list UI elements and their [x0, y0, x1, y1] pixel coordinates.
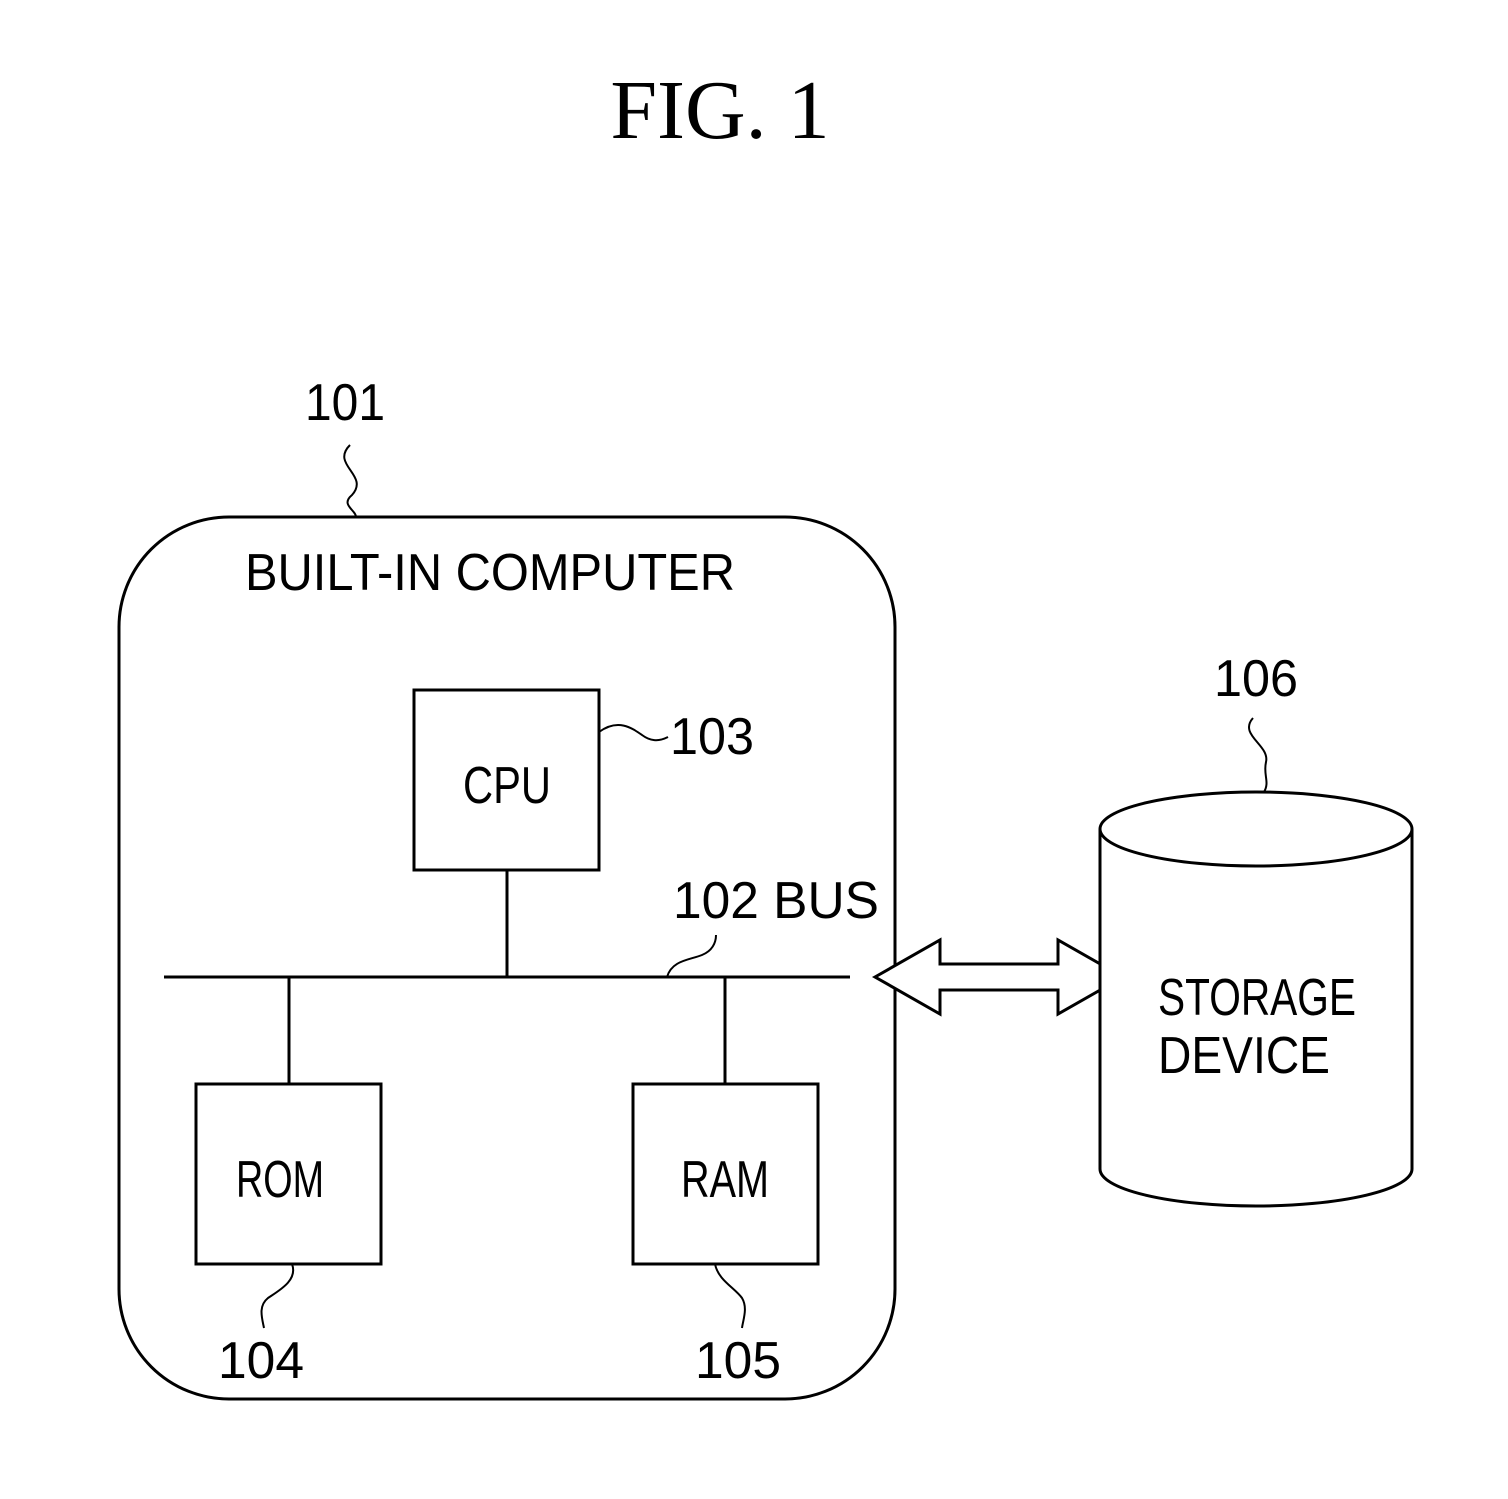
storage-label-line2: DEVICE: [1158, 1027, 1330, 1085]
computer-ref-number: 101: [305, 374, 385, 432]
ram-label: RAM: [681, 1151, 769, 1209]
rom-ref-number: 104: [218, 1332, 304, 1390]
storage-leader-line: [1249, 718, 1267, 792]
ram-ref-number: 105: [695, 1332, 781, 1390]
storage-cylinder-top: [1100, 792, 1412, 866]
bus-label: 102 BUS: [673, 872, 879, 930]
bidirectional-arrow: [875, 940, 1123, 1014]
figure-title: FIG. 1: [610, 64, 829, 157]
computer-leader-line: [344, 445, 357, 517]
storage-label-line1: STORAGE: [1158, 969, 1356, 1027]
rom-label: ROM: [236, 1151, 324, 1209]
cpu-label: CPU: [463, 757, 551, 815]
built-in-computer-label: BUILT-IN COMPUTER: [245, 544, 735, 602]
storage-ref-number: 106: [1214, 650, 1298, 708]
cpu-ref-number: 103: [670, 708, 754, 766]
